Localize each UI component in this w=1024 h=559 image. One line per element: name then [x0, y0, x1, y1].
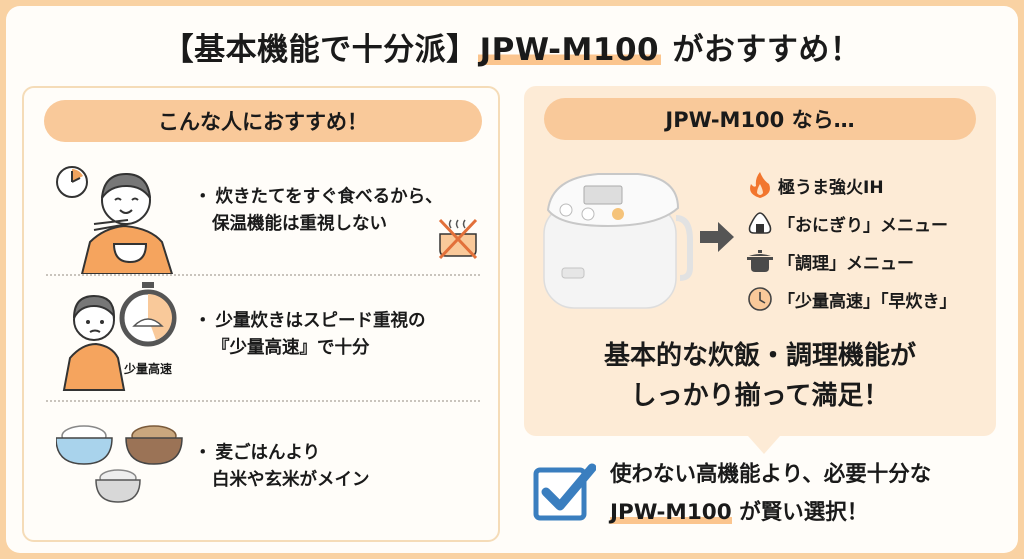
item-text-line: 『少量高速』で十分 [212, 338, 370, 358]
conclusion-line-1: 使わない高機能より、必要十分な [610, 462, 932, 487]
item-text-line: 麦ごはんより [215, 443, 321, 463]
flame-icon [746, 171, 774, 199]
title-model-highlight: JPW-M100 [477, 32, 662, 68]
speech-bubble-tail [748, 436, 780, 454]
list-item: ・炊きたてをすぐ食べるから、 保温機能は重視しない [24, 150, 498, 274]
no-keep-warm-icon [438, 218, 478, 260]
item-text-line: 保温機能は重視しない [212, 214, 387, 234]
page-title: 【基本機能で十分派】JPW-M100 がおすすめ！ [6, 24, 1018, 69]
item-text-line: 少量炊きはスピード重視の [215, 311, 426, 331]
stopwatch-badge-label: 少量高速 [124, 362, 173, 376]
summary-text: 基本的な炊飯・調理機能が しっかり揃って満足！ [603, 341, 916, 411]
arrow-right-icon [700, 222, 734, 252]
rice-bowls-illustration [56, 425, 183, 503]
title-prefix: 【基本機能で十分派】 [162, 32, 478, 68]
onigiri-icon [746, 209, 774, 237]
feature-item: 「おにぎり」メニュー [746, 204, 957, 242]
conclusion-model-highlight: JPW-M100 [610, 500, 732, 525]
clock-icon [746, 285, 774, 313]
product-header: JPW-M100 なら… [544, 98, 976, 140]
recommended-for-header: こんな人におすすめ！ [44, 100, 482, 142]
recommended-for-panel: こんな人におすすめ！ ・炊きたてをすぐ食べるから、 保温機能は重視しない [22, 86, 500, 542]
product-panel: JPW-M100 なら… 極うま強火IH 「おにぎり」メニュー [524, 86, 996, 436]
feature-list: 極うま強火IH 「おにぎり」メニュー 「調理」メニュー 「少量高速」「早炊き」 [746, 166, 957, 318]
rice-cooker-image [543, 173, 693, 309]
feature-item: 極うま強火IH [746, 166, 957, 204]
item-text-line: 炊きたてをすぐ食べるから、 [215, 187, 443, 207]
feature-item: 「少量高速」「早炊き」 [746, 280, 957, 318]
divider [46, 274, 480, 276]
item-text-line: 白米や玄米がメイン [212, 470, 370, 490]
conclusion-line-2: が賢い選択！ [731, 500, 869, 525]
conclusion: 使わない高機能より、必要十分な JPW-M100 が賢い選択！ [532, 456, 1002, 536]
list-item: ・麦ごはんより 白米や玄米がメイン [24, 404, 498, 534]
list-item: 少量高速 ・少量炊きはスピード重視の 『少量高速』で十分 [24, 278, 498, 396]
title-suffix: がおすすめ！ [661, 32, 862, 68]
pot-icon [746, 247, 774, 275]
person-thinking-illustration [62, 282, 177, 391]
checkbox-checked-icon [533, 463, 596, 521]
divider [46, 400, 480, 402]
feature-item: 「調理」メニュー [746, 242, 957, 280]
person-eating-illustration [56, 166, 174, 274]
